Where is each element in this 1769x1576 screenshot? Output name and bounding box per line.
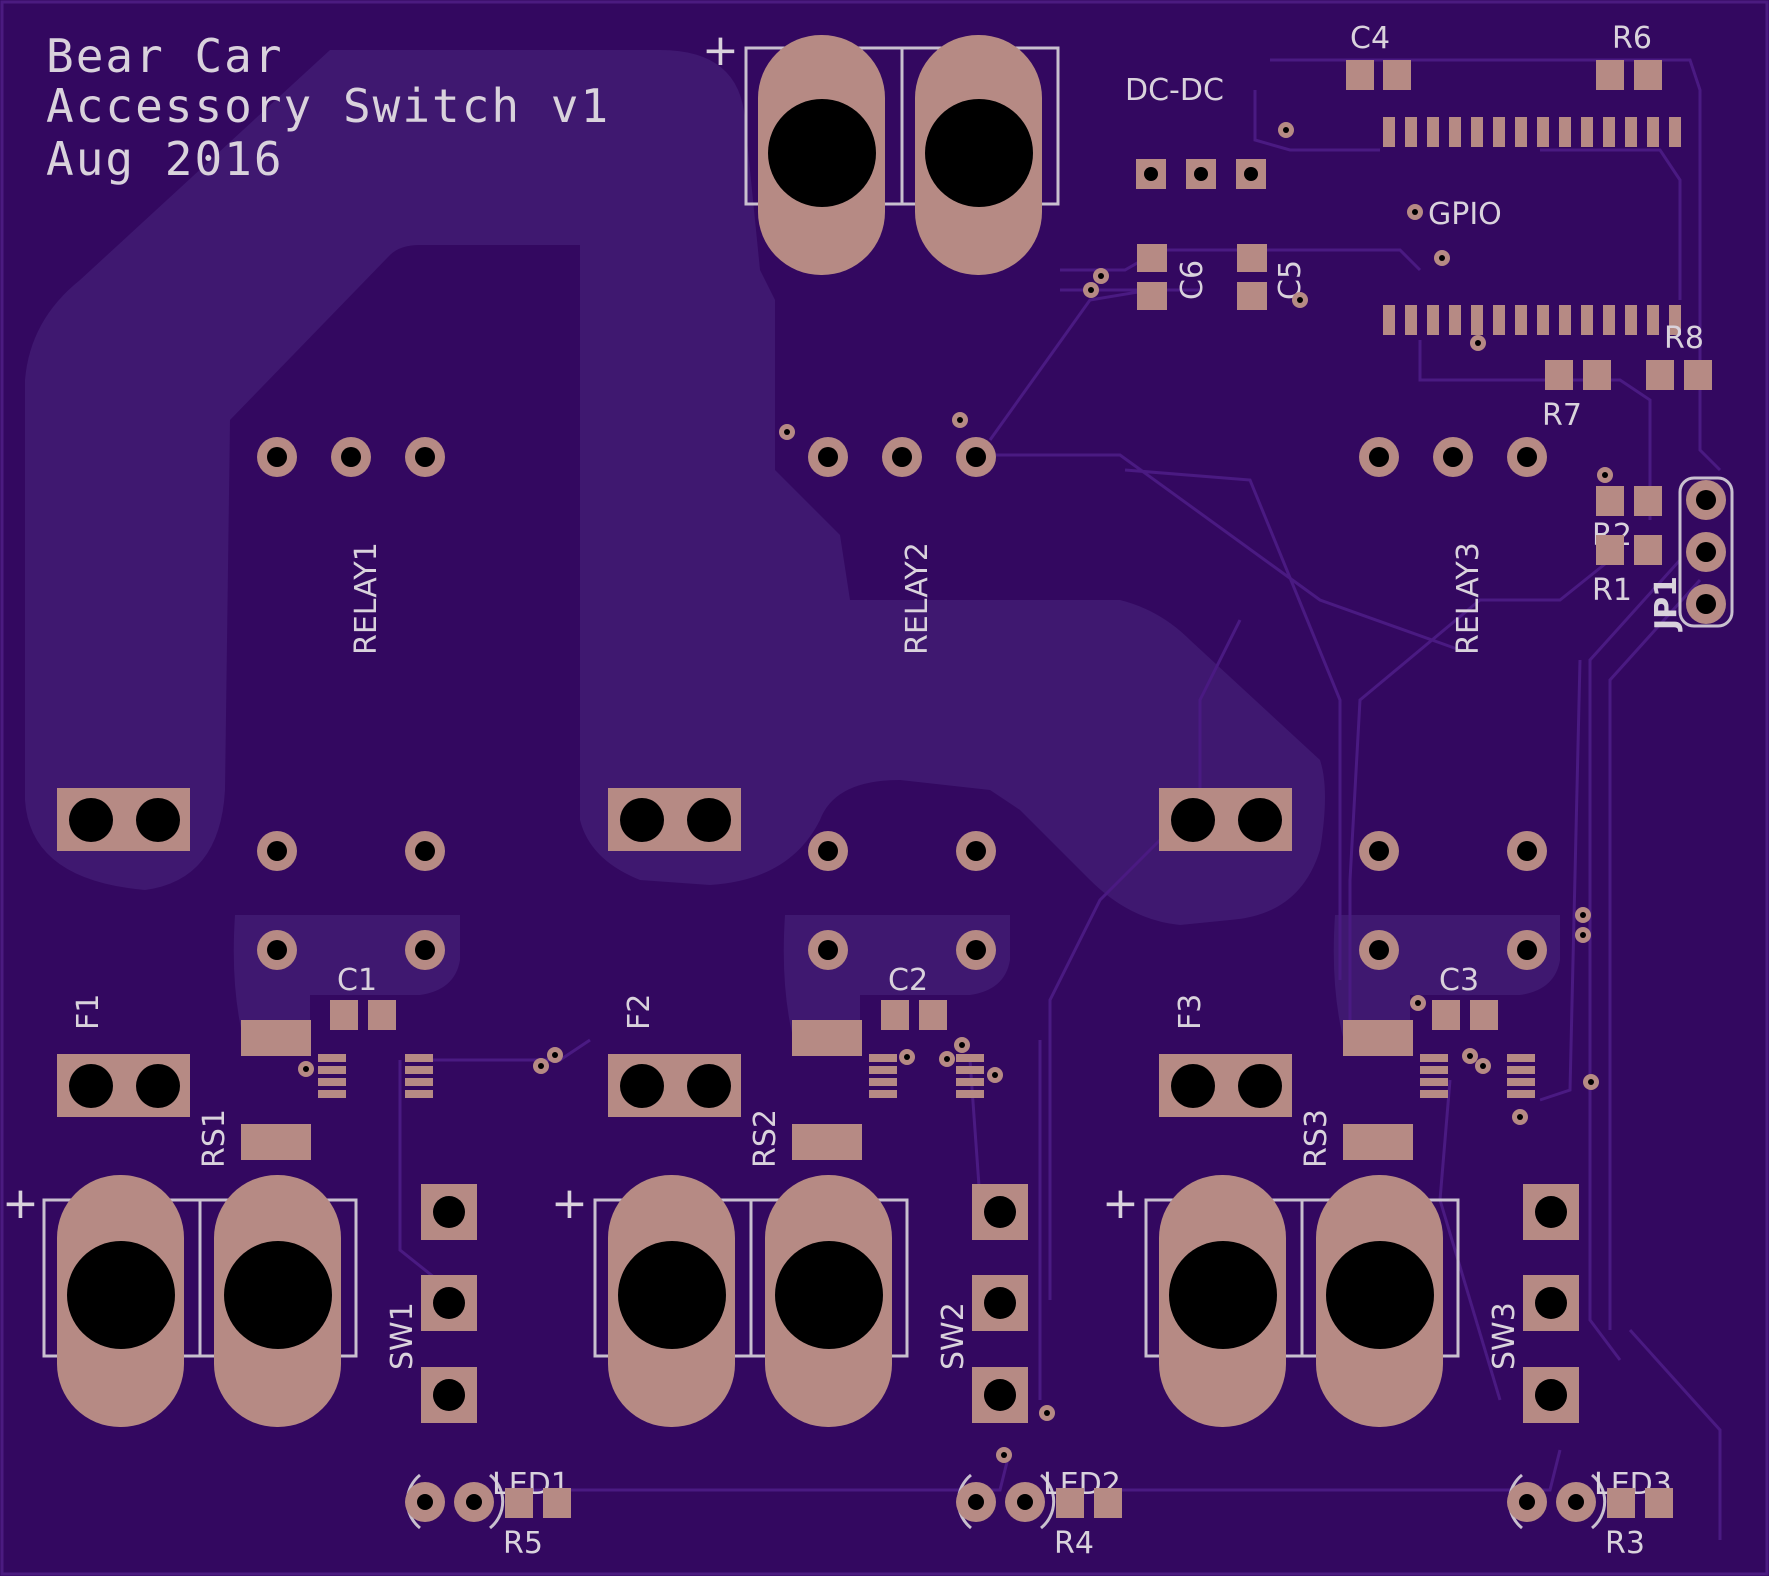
svg-text:F3: F3 [1173,994,1208,1030]
svg-text:C6: C6 [1175,260,1210,300]
channel-2: F2 C2 RS2 + SW2 LED2 R4 [551,963,1122,1561]
title-line-3: Aug 2016 [46,132,284,186]
capacitor-c4: C4 [1346,21,1411,90]
svg-text:R1: R1 [1592,573,1632,608]
svg-text:RS3: RS3 [1299,1109,1334,1168]
svg-text:R5: R5 [503,1526,543,1561]
svg-text:C4: C4 [1350,21,1390,56]
svg-text:R6: R6 [1612,21,1652,56]
gpio-label: GPIO [1428,197,1502,232]
resistor-r7: R7 [1542,360,1611,433]
relay-1: RELAY1 [57,437,445,970]
rs1-pad-top [241,1020,311,1056]
svg-text:R8: R8 [1664,321,1704,356]
gpio-chip: GPIO [1383,117,1681,335]
polarity-mark-top: + [702,25,739,76]
channel-3: F3 C3 RS3 + SW3 LED3 R3 [1102,963,1673,1561]
svg-text:R4: R4 [1054,1526,1094,1561]
resistor-r6: R6 [1596,21,1662,90]
relay-2: RELAY2 [608,437,996,970]
svg-text:SW1: SW1 [385,1302,420,1370]
board-title: Bear Car Accessory Switch v1 Aug 2016 [46,29,610,186]
dcdc-module: DC-DC [1125,73,1266,189]
relay1-label: RELAY1 [349,542,384,655]
relay3-label: RELAY3 [1451,542,1486,655]
svg-text:SW3: SW3 [1487,1302,1522,1370]
gpio-bottom-pins [1383,305,1681,335]
svg-text:RS2: RS2 [748,1109,783,1168]
svg-text:RS1: RS1 [197,1109,232,1168]
svg-text:R3: R3 [1605,1526,1645,1561]
svg-text:C1: C1 [337,963,377,998]
svg-text:JP1: JP1 [1649,576,1684,632]
jumper-jp1: JP1 [1649,476,1734,632]
svg-text:F1: F1 [71,994,106,1030]
svg-text:R7: R7 [1542,398,1582,433]
relay-3: RELAY3 [1159,437,1547,970]
svg-text:+: + [551,1178,588,1229]
title-line-1: Bear Car [46,29,284,83]
title-line-2: Accessory Switch v1 [46,79,610,133]
relay2-label: RELAY2 [900,542,935,655]
capacitor-c6: C6 [1137,244,1210,310]
svg-text:F2: F2 [622,994,657,1030]
gpio-top-pins [1383,117,1681,147]
resistor-r1: R1 [1592,535,1662,608]
channel-1: F1 C1 RS1 + SW1 LED1 R5 [2,963,571,1561]
power-connector-top: + [702,25,1060,275]
copper-pour [25,50,1325,925]
svg-text:+: + [1102,1178,1139,1229]
svg-text:SW2: SW2 [936,1302,971,1370]
svg-text:+: + [2,1178,39,1229]
dcdc-label: DC-DC [1125,73,1224,108]
resistor-r8: R8 [1646,321,1712,390]
svg-text:C2: C2 [888,963,928,998]
svg-text:C3: C3 [1439,963,1479,998]
vias [298,122,1613,1463]
rs1-pad-bottom [241,1124,311,1160]
